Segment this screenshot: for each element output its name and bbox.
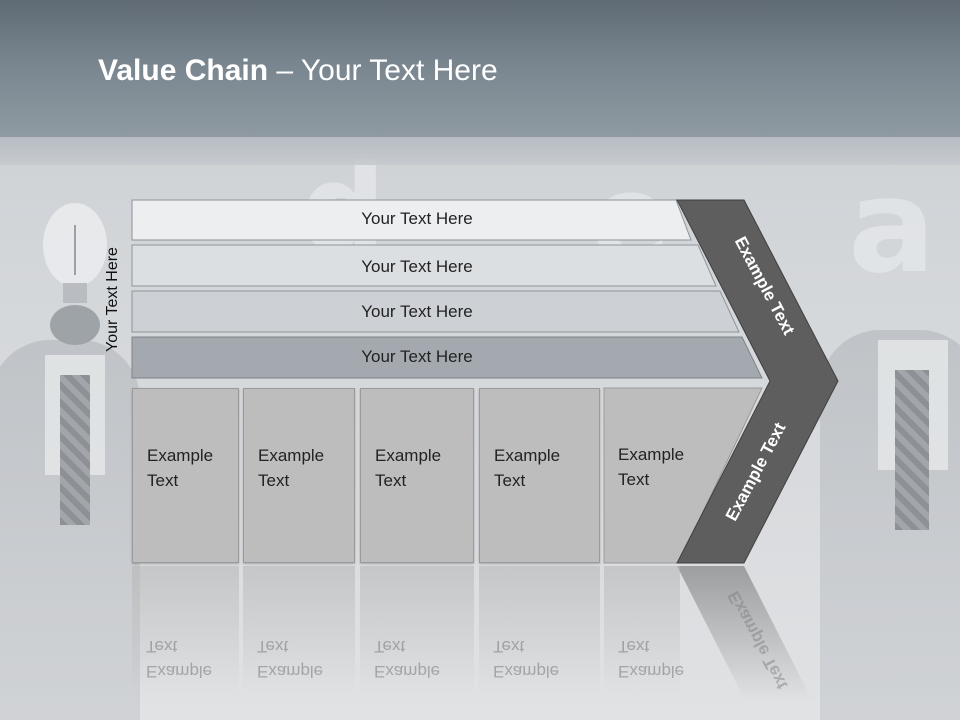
row-3-shape <box>131 290 740 333</box>
row-4-shape <box>131 336 763 379</box>
box-4-line2: Text <box>494 471 526 490</box>
title-bold: Value Chain <box>98 54 269 87</box>
box-2-reflection: Example Text <box>243 566 355 696</box>
box-1-reflection-line1: Example <box>146 662 213 681</box>
box-2-reflection-line1: Example <box>257 662 324 681</box>
box-1-reflection-text: Example Text <box>146 634 212 684</box>
background-tie-left <box>60 375 90 525</box>
box-4-reflection: Example Text <box>479 566 600 696</box>
header-bar <box>0 0 960 137</box>
row-1-label: Your Text Here <box>361 209 473 228</box>
box-3-reflection-line2: Text <box>374 637 406 656</box>
box-5-reflection-line1: Example <box>618 662 685 681</box>
lightbulb-icon <box>43 203 107 345</box>
box-3-line2: Text <box>375 471 407 490</box>
box-5-line2: Text <box>618 470 650 489</box>
box-2-reflection-line2: Text <box>257 637 289 656</box>
row-1-shape <box>131 199 692 241</box>
box-1-reflection: Example Text <box>132 566 239 696</box>
box-5-reflection-text: Example Text <box>618 634 684 684</box>
box-4-line1: Example <box>494 446 561 465</box>
box-4-reflection-text: Example Text <box>493 634 559 684</box>
title-rest: – Your Text Here <box>268 54 498 87</box>
box-4-reflection-line2: Text <box>493 637 525 656</box>
box-4-reflection-line1: Example <box>493 662 560 681</box>
row-2-label: Your Text Here <box>361 257 473 276</box>
box-5-line1: Example <box>618 445 685 464</box>
box-2-line1: Example <box>258 446 325 465</box>
box-5-reflection: Example Text <box>604 566 684 696</box>
row-4-label: Your Text Here <box>361 347 473 366</box>
row-3-label: Your Text Here <box>361 302 473 321</box>
background-letter-a: a <box>848 150 936 302</box>
row-2-shape <box>131 244 717 287</box>
box-3-reflection: Example Text <box>360 566 474 696</box>
chevron-shape <box>676 199 839 564</box>
box-2-reflection-text: Example Text <box>257 634 323 684</box>
box-5-reflection-line2: Text <box>618 637 650 656</box>
box-1-line2: Text <box>147 471 179 490</box>
background-tie-right <box>895 370 929 530</box>
chevron-reflection <box>677 566 812 700</box>
vertical-label: Your Text Here <box>104 247 121 352</box>
slide-title: Value Chain – Your Text Here <box>98 54 498 88</box>
box-3-reflection-text: Example Text <box>374 634 440 684</box>
header-band <box>0 137 960 165</box>
box-1-line1: Example <box>147 446 214 465</box>
box-2-line2: Text <box>258 471 290 490</box>
box-3-reflection-line1: Example <box>374 662 441 681</box>
box-3-line1: Example <box>375 446 442 465</box>
box-1-reflection-line2: Text <box>146 637 178 656</box>
